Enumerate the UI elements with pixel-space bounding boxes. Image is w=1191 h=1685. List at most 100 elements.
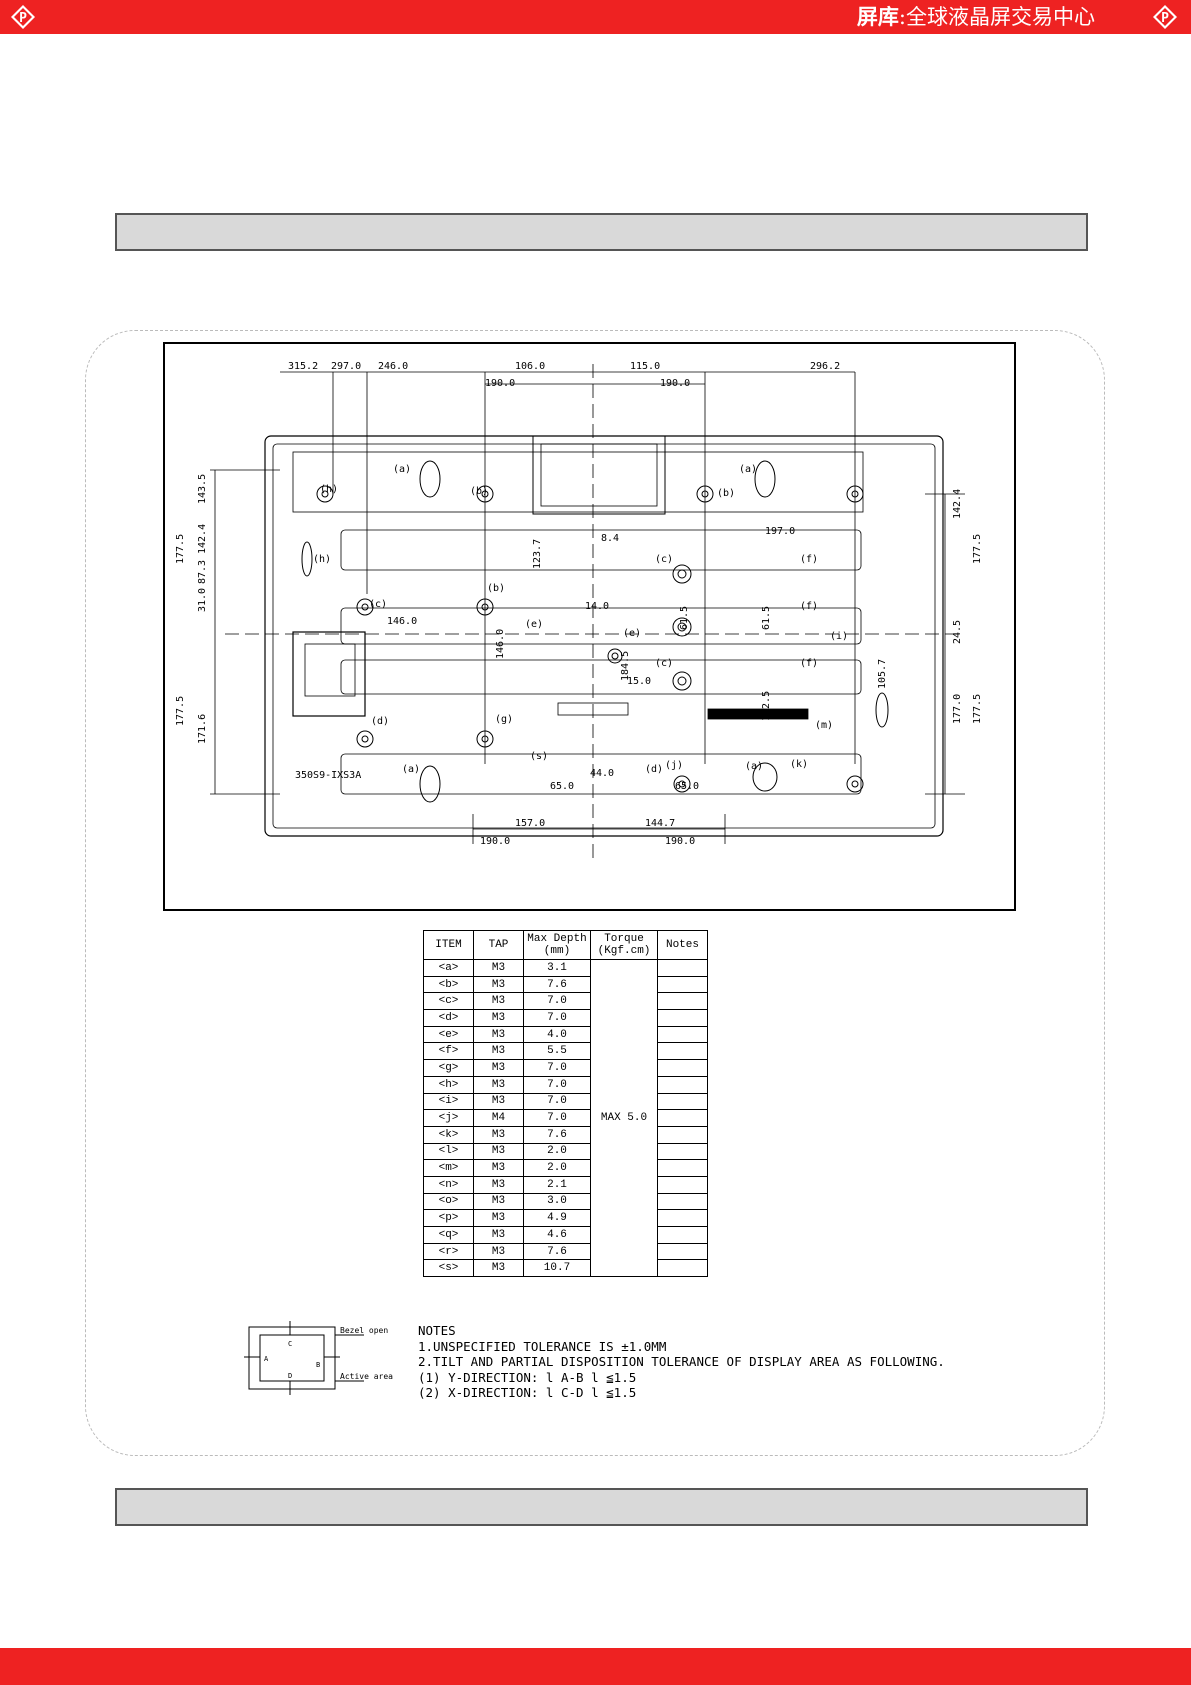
cell-depth: 4.0 [523,1025,591,1044]
label-b: B [316,1361,320,1369]
cell-item: <m> [423,1159,474,1177]
cell-notes [657,959,708,977]
svg-text:65.0: 65.0 [675,781,699,792]
svg-text:(h): (h) [313,554,331,565]
svg-text:P: P [19,11,27,26]
svg-text:115.0: 115.0 [630,361,660,372]
cell-depth: 7.0 [523,1109,591,1127]
cell-notes [657,1009,708,1027]
cell-tap: M3 [473,1042,524,1061]
cell-depth: 7.6 [523,975,591,994]
col-header-tap: TAP [473,930,524,960]
svg-text:(f): (f) [800,554,818,565]
cell-notes [657,1125,708,1144]
cell-notes [657,1042,708,1061]
svg-text:(d): (d) [371,716,389,727]
cell-tap: M3 [473,1242,524,1261]
cell-item: <e> [423,1025,474,1044]
cell-notes [657,1259,708,1278]
cell-depth: 5.5 [523,1042,591,1061]
svg-text:315.2: 315.2 [288,361,318,372]
svg-text:(c): (c) [655,658,673,669]
cell-item: <c> [423,992,474,1011]
cell-depth: 3.0 [523,1192,591,1211]
cell-tap: M3 [473,1142,524,1161]
cell-depth: 7.6 [523,1125,591,1144]
svg-text:(b): (b) [717,488,735,499]
top-header-bar: P 屏库:全球液晶屏交易中心 P [0,0,1191,34]
svg-text:61.5: 61.5 [761,606,772,630]
label-d: D [288,1372,292,1380]
svg-text:(d): (d) [645,764,663,775]
bottom-footer-bar [0,1648,1191,1685]
tolerance-diagram: A B C D Bezel open Active area [244,1321,393,1395]
cell-notes [657,1075,708,1094]
cell-notes [657,1025,708,1044]
cell-notes [657,1242,708,1261]
svg-text:190.0: 190.0 [660,378,690,389]
svg-text:177.0: 177.0 [952,694,963,724]
bezel-open-label: Bezel open [340,1326,388,1335]
cell-depth: 7.0 [523,1059,591,1077]
svg-text:143.5: 143.5 [197,474,208,504]
cell-tap: M3 [473,1159,524,1177]
svg-text:177.5: 177.5 [972,534,983,564]
svg-text:(e): (e) [623,628,641,639]
svg-text:(s): (s) [530,751,548,762]
cell-depth: 7.6 [523,1242,591,1261]
svg-text:190.0: 190.0 [485,378,515,389]
drawing-frame [85,330,1105,1456]
cell-tap: M4 [473,1109,524,1127]
cell-item: <a> [423,959,474,977]
cell-depth: 4.6 [523,1226,591,1244]
cell-item: <s> [423,1259,474,1278]
svg-text:24.5: 24.5 [952,620,963,644]
svg-text:177.5: 177.5 [972,694,983,724]
cell-tap: M3 [473,1025,524,1044]
label-a: A [264,1355,269,1363]
cell-item: <k> [423,1125,474,1144]
cell-item: <g> [423,1059,474,1077]
cell-item: <b> [423,975,474,994]
cell-notes [657,1226,708,1244]
svg-text:106.0: 106.0 [515,361,545,372]
brand-logo-icon: P [11,5,35,29]
cell-depth: 7.0 [523,1092,591,1111]
cell-depth: 7.0 [523,1075,591,1094]
brand-logo-icon: P [1153,5,1177,29]
svg-text:44.0: 44.0 [590,768,614,779]
cell-item: <p> [423,1209,474,1227]
cell-item: <n> [423,1175,474,1194]
svg-text:190.0: 190.0 [665,836,695,847]
brand-title: 屏库:全球液晶屏交易中心 [856,5,1095,29]
svg-text:15.0: 15.0 [627,676,651,687]
cell-item: <j> [423,1109,474,1127]
cell-tap: M3 [473,1259,524,1278]
cell-item: <h> [423,1075,474,1094]
cell-tap: M3 [473,1059,524,1077]
svg-text:(j): (j) [665,760,683,771]
svg-text:146.0: 146.0 [495,629,506,659]
cell-tap: M3 [473,1009,524,1027]
label-c: C [288,1340,292,1348]
cell-notes [657,1159,708,1177]
svg-text:P: P [1161,11,1169,26]
cell-tap: M3 [473,992,524,1011]
svg-text:142.4: 142.4 [952,489,963,519]
notes-line-2: 2.TILT AND PARTIAL DISPOSITION TOLERANCE… [418,1354,945,1369]
cell-tap: M3 [473,1226,524,1244]
notes-title: NOTES [418,1323,456,1338]
cell-torque: MAX 5.0 [590,958,658,1278]
svg-text:177.5: 177.5 [175,534,186,564]
